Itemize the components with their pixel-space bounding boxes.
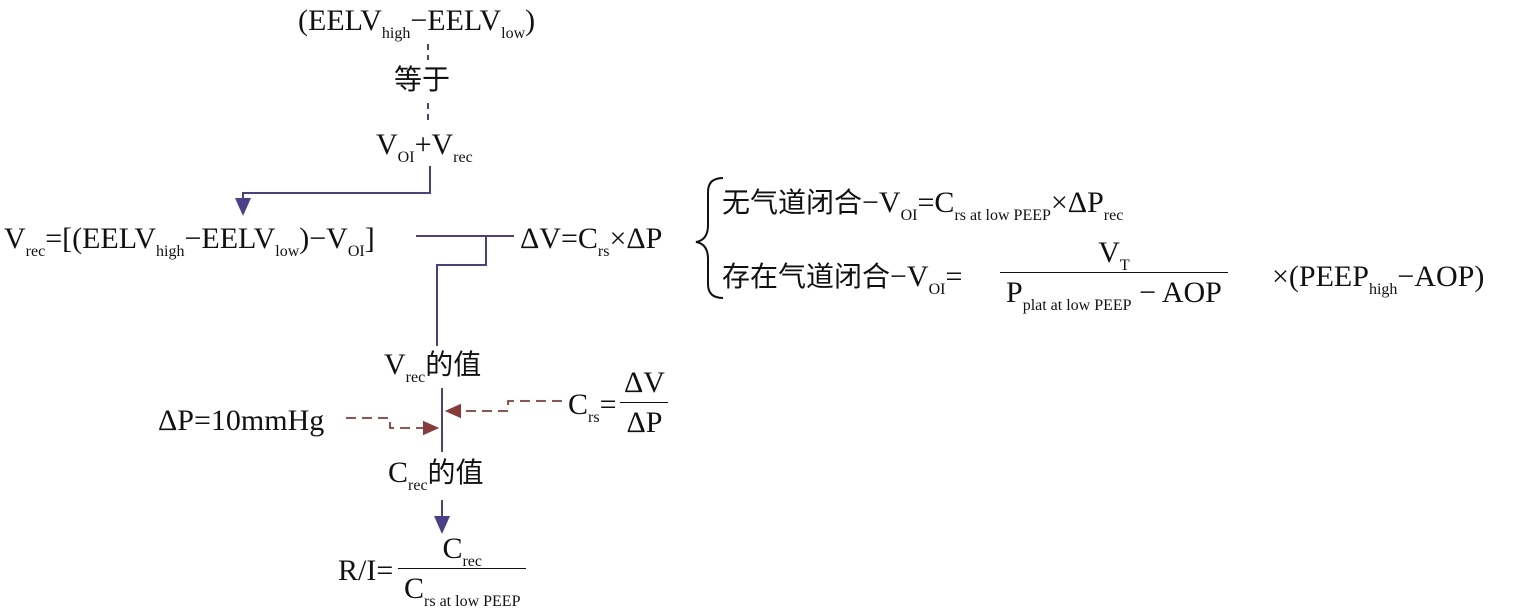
crec-value-node: Crec的值 xyxy=(388,456,484,494)
voi-plus-vrec-expr: VOI+Vrec xyxy=(376,128,473,166)
ri-fraction: Crec Crs at low PEEP xyxy=(398,534,527,609)
case-no-airway-closure: 无气道闭合−VOI=Crs at low PEEP×ΔPrec xyxy=(722,186,1124,224)
connector-crs-dashed xyxy=(444,400,562,419)
vrec-value-node: Vrec的值 xyxy=(384,348,482,386)
delta-v-formula: ΔV=Crs×ΔP xyxy=(520,222,663,260)
crs-lhs: Crs= xyxy=(568,388,617,426)
connector-sum-to-vrec xyxy=(235,166,431,216)
vrec-formula: Vrec=[(EELVhigh−EELVlow)−VOI] xyxy=(4,222,375,260)
delta-p-value: ΔP=10mmHg xyxy=(158,404,325,437)
ri-lhs: R/I= xyxy=(338,554,394,587)
case-airway-closure-lhs: 存在气道闭合−VOI= xyxy=(722,260,963,298)
equals-label: 等于 xyxy=(394,63,451,96)
curly-brace xyxy=(695,177,724,299)
crs-fraction: ΔV ΔP xyxy=(618,368,671,438)
case2-fraction: VT Pplat at low PEEP − AOP xyxy=(1000,238,1228,314)
eelv-difference-expr: (EELVhigh−EELVlow) xyxy=(298,4,536,42)
connector-dp-dashed xyxy=(346,417,440,436)
connector-dv-to-vrec-value xyxy=(436,236,487,346)
case-airway-closure-rhs: ×(PEEPhigh−AOP) xyxy=(1272,260,1485,298)
